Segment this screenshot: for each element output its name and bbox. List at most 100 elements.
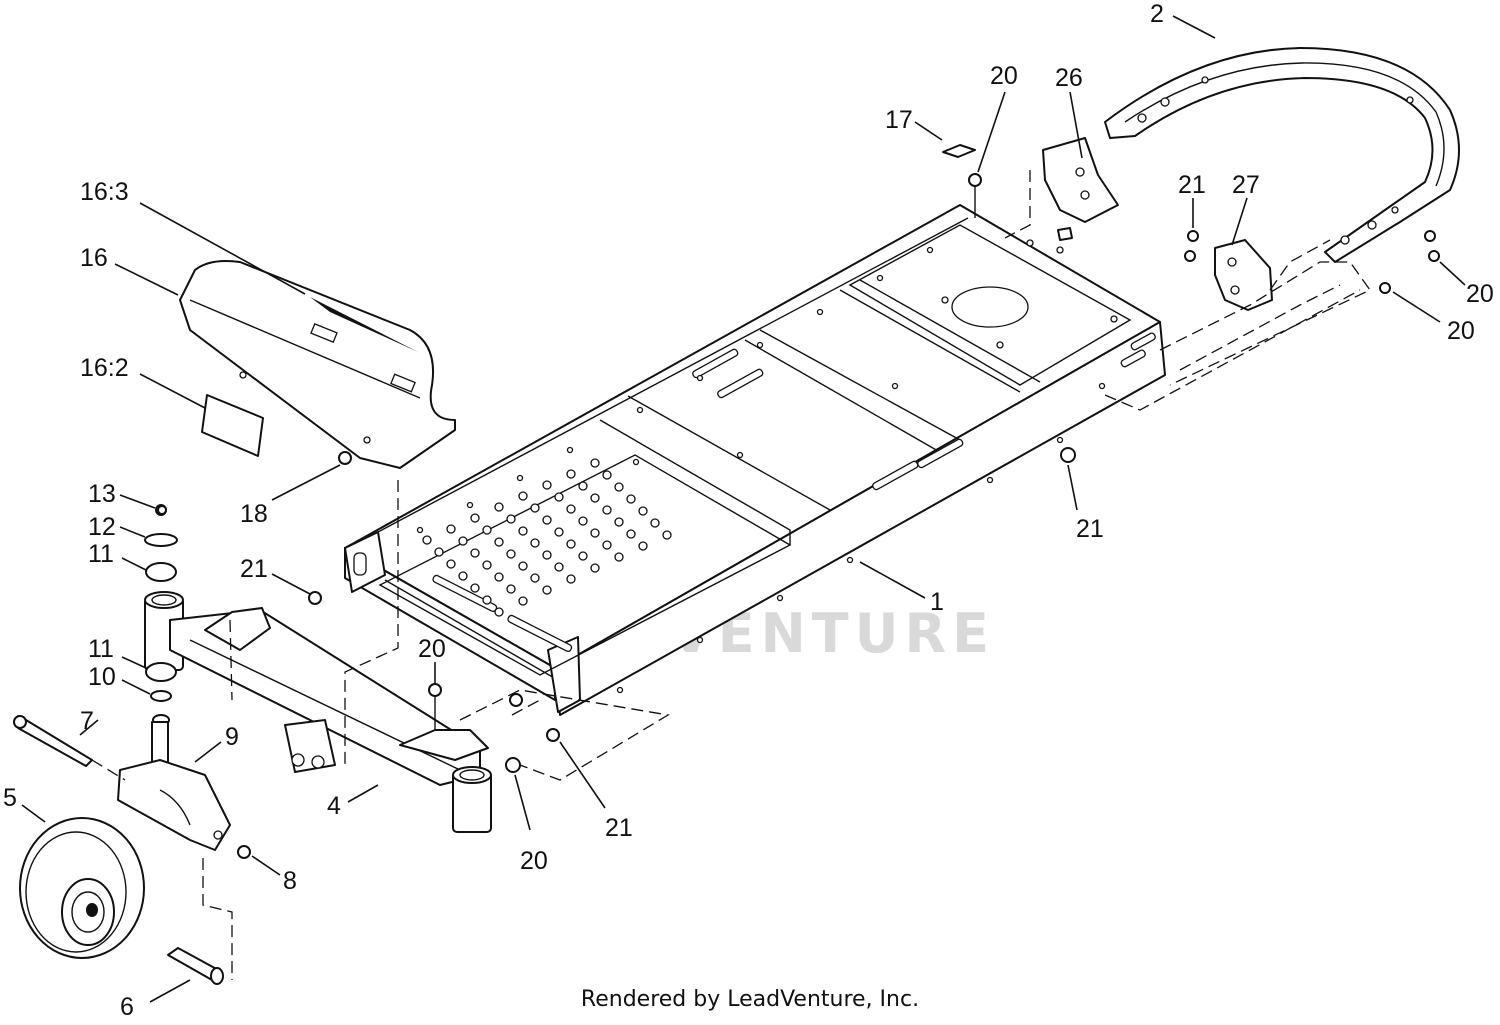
rear-guides	[1004, 170, 1371, 411]
perforation-hole	[578, 551, 588, 561]
callout-label: 11	[88, 540, 114, 568]
panel-16	[179, 260, 456, 469]
spacer-6	[167, 947, 224, 985]
perforation-hole	[662, 530, 672, 540]
front-guides	[91, 480, 670, 980]
perforation-hole	[638, 506, 648, 516]
perforation-hole	[566, 469, 576, 479]
perforation-hole	[542, 480, 552, 490]
perforation-hole	[626, 529, 636, 539]
callout-label: 16:3	[80, 178, 129, 206]
perforation-hole	[566, 539, 576, 549]
callout-label: 16:2	[80, 354, 129, 382]
nut-8	[237, 845, 251, 859]
perforation-hole	[590, 563, 600, 573]
bracket-26	[1042, 137, 1119, 241]
handle-bar	[1104, 47, 1460, 263]
callout-label: 20	[990, 62, 1018, 90]
decal-16-3	[310, 297, 418, 352]
callout-label: 5	[3, 784, 17, 812]
perforation-hole	[542, 550, 552, 560]
callout-labels: 2 20 26 17 21 27 20 20 16:3 16 16:2 18 2…	[3, 0, 1494, 1021]
leader-lines	[21, 15, 1466, 1003]
callout-label: 6	[120, 993, 134, 1021]
perforation-hole	[494, 537, 504, 547]
perforation-hole	[590, 493, 600, 503]
perforation-hole	[482, 525, 492, 535]
fasteners-rear	[942, 144, 1440, 463]
perforation-hole	[638, 541, 648, 551]
perforation-hole	[626, 494, 636, 504]
perforation-hole	[542, 585, 552, 595]
caster-wheel	[19, 817, 145, 959]
perforation-hole	[458, 571, 468, 581]
perforation-hole	[530, 573, 540, 583]
callout-label: 18	[240, 500, 268, 528]
callout-label: 8	[283, 867, 297, 895]
perforation-hole	[506, 514, 516, 524]
perforation-hole	[542, 515, 552, 525]
perforation-hole	[470, 583, 480, 593]
callout-label: 17	[885, 106, 913, 134]
perforation-hole	[494, 607, 504, 617]
callout-label: 2	[1150, 0, 1164, 28]
perforation-hole	[554, 562, 564, 572]
perforation-hole	[434, 547, 444, 557]
callout-label: 27	[1232, 171, 1260, 199]
perforation-hole	[518, 491, 528, 501]
perforation-hole	[458, 536, 468, 546]
perforation-hole	[566, 574, 576, 584]
fastener-18	[338, 451, 352, 465]
footer-credit: Rendered by LeadVenture, Inc.	[580, 987, 920, 1012]
perforation-hole	[506, 584, 516, 594]
perforation-hole	[614, 552, 624, 562]
callout-label: 26	[1055, 64, 1083, 92]
perforation-hole	[554, 492, 564, 502]
callout-label: 9	[225, 723, 239, 751]
perforation-hole	[506, 549, 516, 559]
perforation-hole	[482, 595, 492, 605]
perforation-hole	[446, 559, 456, 569]
callout-label: 13	[88, 480, 116, 508]
pivot-hardware	[144, 504, 178, 726]
axle-bolt-7	[13, 715, 93, 767]
front-axle	[144, 591, 492, 833]
perforation-hole	[422, 535, 432, 545]
callout-label: 20	[520, 847, 548, 875]
floor-perforations	[422, 458, 672, 617]
callout-label: 16	[80, 244, 108, 272]
callout-label: 21	[1178, 171, 1206, 199]
perforation-hole	[554, 527, 564, 537]
perforation-hole	[446, 524, 456, 534]
perforation-hole	[518, 596, 528, 606]
perforation-hole	[470, 513, 480, 523]
callout-label: 1	[930, 588, 944, 616]
perforation-hole	[482, 560, 492, 570]
callout-label: 4	[327, 792, 341, 820]
bracket-27	[1214, 239, 1273, 311]
decal-16-2	[201, 394, 264, 457]
perforation-hole	[518, 526, 528, 536]
callout-label: 10	[88, 663, 116, 691]
perforation-hole	[602, 540, 612, 550]
callout-label: 12	[88, 513, 116, 541]
perforation-hole	[614, 517, 624, 527]
callout-label: 21	[605, 814, 633, 842]
perforation-hole	[590, 528, 600, 538]
perforation-hole	[578, 481, 588, 491]
perforation-hole	[614, 482, 624, 492]
perforation-hole	[470, 548, 480, 558]
callout-label: 21	[1076, 515, 1104, 543]
perforation-hole	[566, 504, 576, 514]
perforation-hole	[494, 502, 504, 512]
perforation-hole	[602, 470, 612, 480]
callout-label: 20	[1447, 317, 1475, 345]
callout-label: 7	[80, 707, 94, 735]
perforation-hole	[590, 458, 600, 468]
caster-fork	[117, 721, 231, 851]
perforation-hole	[530, 503, 540, 513]
perforation-hole	[530, 538, 540, 548]
callout-label: 21	[240, 555, 268, 583]
callout-label: 20	[418, 635, 446, 663]
